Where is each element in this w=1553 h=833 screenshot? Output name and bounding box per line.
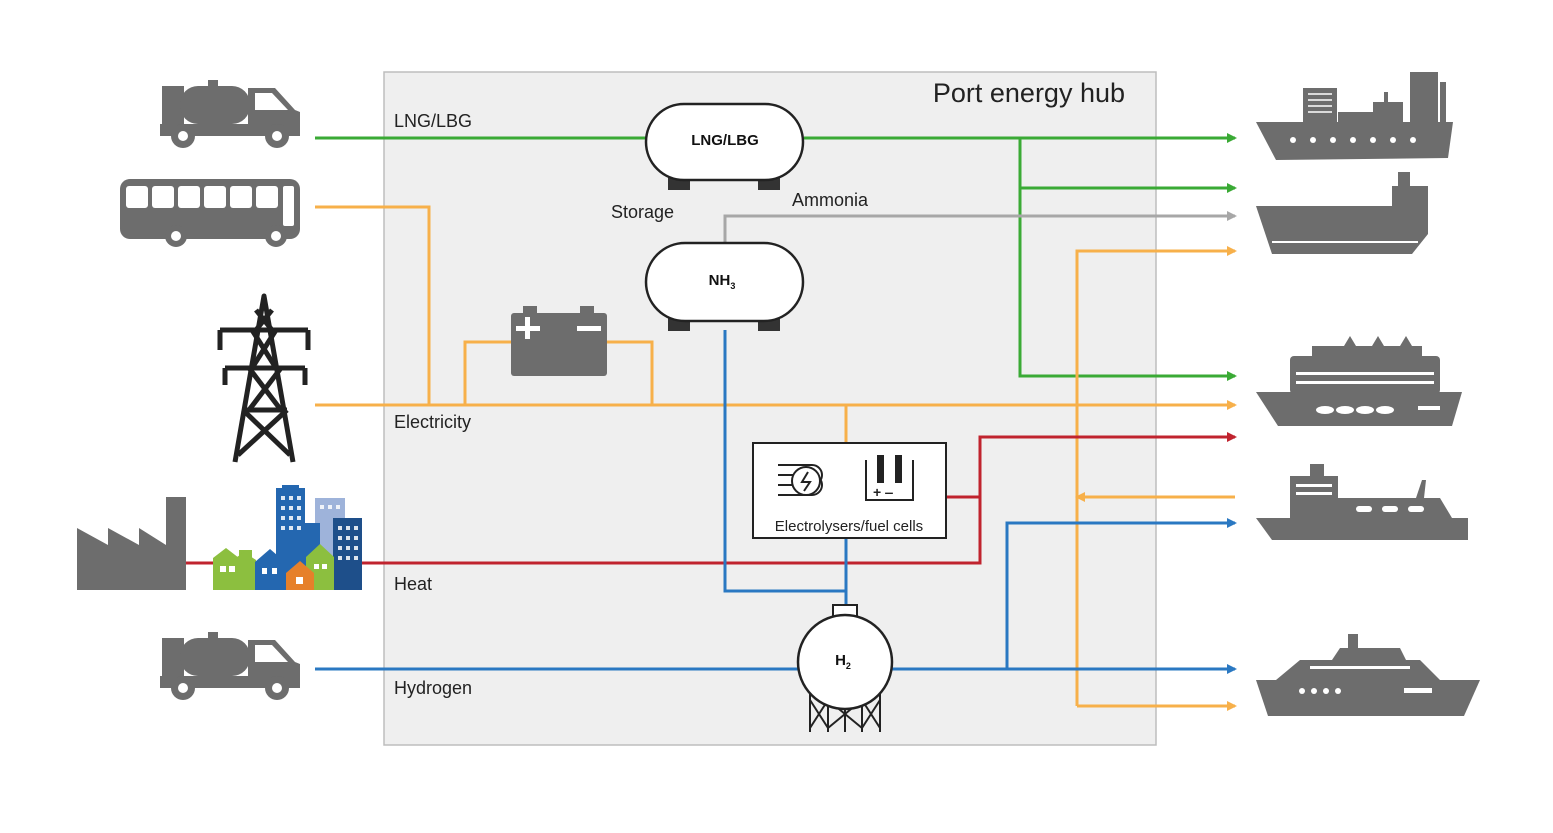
hydrogen-truck-icon bbox=[160, 632, 300, 700]
tanker-ship-icon bbox=[1256, 172, 1428, 254]
city-buildings-icon bbox=[213, 485, 362, 590]
ferry-icon bbox=[1256, 464, 1468, 540]
lng-storage-tank: LNG/LBG bbox=[644, 102, 805, 190]
svg-text:+ ‒: + ‒ bbox=[873, 484, 893, 500]
container-ship-icon bbox=[1256, 72, 1453, 160]
bus-icon bbox=[120, 179, 300, 247]
battery-icon bbox=[511, 306, 607, 376]
power-pylon-icon bbox=[217, 293, 311, 463]
cruise-ship-icon bbox=[1256, 336, 1462, 426]
ammonia-label: Ammonia bbox=[792, 190, 869, 210]
lng-truck-icon bbox=[160, 80, 300, 148]
electricity-label: Electricity bbox=[394, 412, 471, 432]
nh3-tank-label: NH3 bbox=[709, 272, 736, 291]
electricity-flow bbox=[315, 205, 1237, 711]
storage-label: Storage bbox=[611, 202, 674, 222]
hydrogen-label: Hydrogen bbox=[394, 678, 472, 698]
ammonia-flow bbox=[723, 211, 1237, 243]
lng-tank-label: LNG/LBG bbox=[691, 132, 759, 149]
hydrogen-flow bbox=[315, 330, 1237, 674]
lng-flow bbox=[315, 133, 1237, 381]
heat-label: Heat bbox=[394, 574, 432, 594]
factory-icon bbox=[77, 497, 186, 590]
electrolyser-icon bbox=[778, 464, 823, 496]
hub-title: Port energy hub bbox=[933, 78, 1125, 108]
h2-tank-label: H2 bbox=[835, 652, 851, 671]
converter-caption: Electrolysers/fuel cells bbox=[775, 518, 923, 535]
fuel-cell-icon: + ‒ bbox=[865, 455, 914, 501]
converter-box: + ‒ Electrolysers/fuel cells bbox=[752, 442, 947, 539]
yacht-icon bbox=[1256, 634, 1480, 716]
heat-flow bbox=[186, 432, 1237, 565]
lng-label: LNG/LBG bbox=[394, 111, 472, 131]
nh3-storage-tank: NH3 bbox=[644, 241, 805, 331]
h2-storage-tank: H2 bbox=[796, 604, 894, 732]
